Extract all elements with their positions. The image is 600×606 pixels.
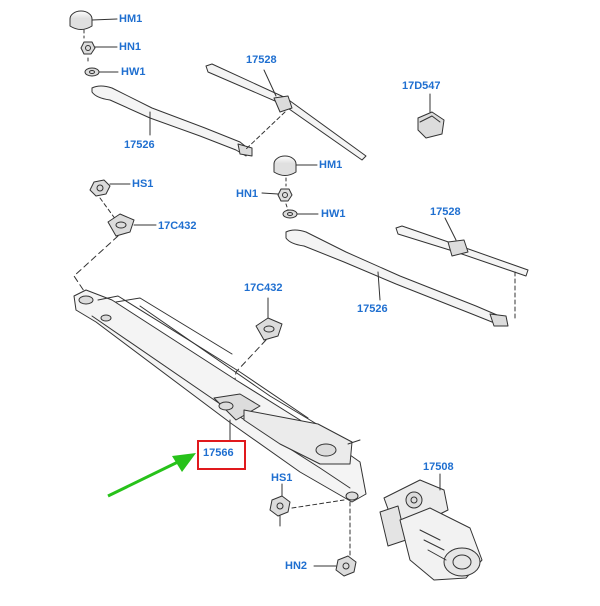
- label-hm1-top: HM1: [119, 13, 143, 25]
- label-hw1-mid: HW1: [321, 208, 346, 220]
- label-hn2: HN2: [285, 560, 308, 572]
- label-17566: 17566: [203, 447, 234, 459]
- label-hw1-top: HW1: [121, 66, 146, 78]
- label-17d547: 17D547: [402, 80, 441, 92]
- wiper-arm-17526-top: [91, 85, 253, 157]
- stud-hs1-top: [89, 179, 111, 197]
- label-hs1-bottom: HS1: [271, 472, 293, 484]
- label-hs1-top: HS1: [132, 178, 154, 190]
- label-hm1-mid: HM1: [319, 159, 343, 171]
- wiper-arm-17526-mid: [285, 229, 509, 327]
- stud-hs1-bottom: [269, 495, 291, 527]
- wiper-motor-17508: [379, 473, 483, 581]
- label-17528-top: 17528: [246, 54, 277, 66]
- grommet-17c432-mid: [255, 317, 283, 341]
- grommet-17c432-top: [107, 213, 135, 237]
- wiper-linkage-17566: [73, 289, 367, 503]
- label-17526-top: 17526: [124, 139, 155, 151]
- green-pointer-arrow: [107, 453, 196, 498]
- label-17526-mid: 17526: [357, 303, 388, 315]
- label-17c432-mid: 17C432: [244, 282, 283, 294]
- label-17528-right: 17528: [430, 206, 461, 218]
- wiper-blade-17528-right: [395, 217, 529, 277]
- label-17508: 17508: [423, 461, 454, 473]
- nut-hn2: [335, 555, 357, 577]
- wiper-blade-17528-top: [205, 63, 367, 161]
- label-17c432-top: 17C432: [158, 220, 197, 232]
- highlight-box-17566: [197, 440, 246, 470]
- washer-hw1-top: [84, 67, 100, 77]
- cap-hm1-top: [69, 10, 93, 30]
- label-hn1-top: HN1: [119, 41, 142, 53]
- label-hn1-mid: HN1: [236, 188, 259, 200]
- cap-hm1-mid: [273, 155, 297, 176]
- washer-hw1-mid: [282, 209, 298, 219]
- nut-hn1-mid: [277, 188, 293, 202]
- nut-hn1-top: [80, 41, 96, 55]
- cover-17d547: [417, 93, 445, 139]
